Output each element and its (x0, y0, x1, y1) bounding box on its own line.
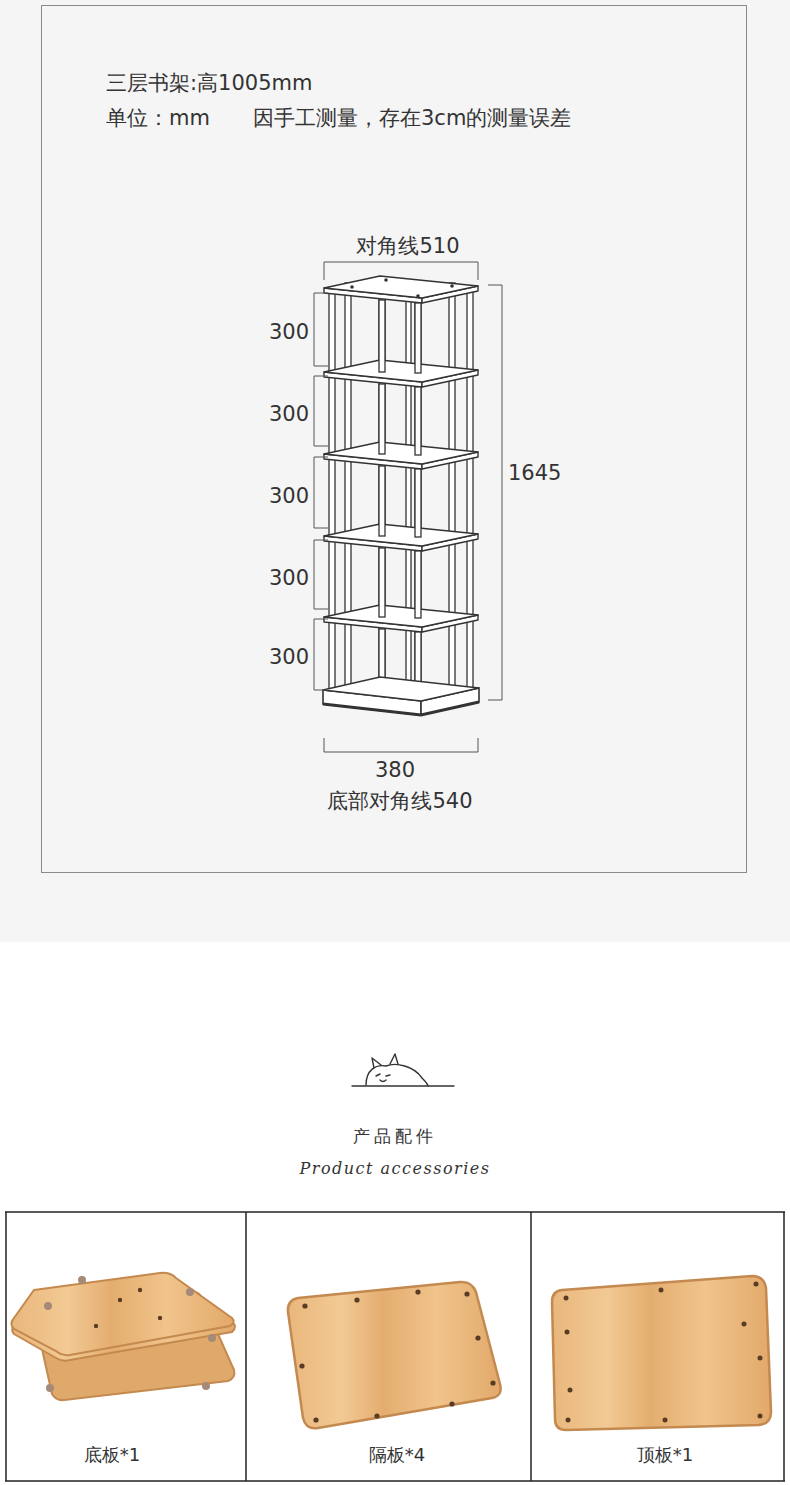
dimension-label: 300 (269, 484, 309, 508)
table-cell: 隔板*4 (369, 1445, 425, 1466)
dimension-label: 300 (269, 402, 309, 426)
error-note: 因手工测量，存在3cm的测量误差 (253, 106, 571, 130)
heading-text: 三层书架:高1005mm (106, 71, 312, 95)
dimension-label: 1645 (508, 461, 561, 485)
dimension-label: 300 (269, 566, 309, 590)
table-cell: 顶板*1 (637, 1445, 693, 1466)
dimension-label: 300 (269, 645, 309, 669)
dimension-label: 380 (375, 758, 415, 782)
dimension-label: 对角线510 (356, 234, 459, 258)
dimension-label: 底部对角线540 (327, 789, 472, 813)
section-subtitle: Product accessories (300, 1160, 491, 1178)
table-cell: 底板*1 (84, 1445, 140, 1466)
unit-note: 单位：mm (106, 106, 210, 130)
dimension-label: 300 (269, 320, 309, 344)
section-title: 产品配件 (353, 1127, 437, 1147)
